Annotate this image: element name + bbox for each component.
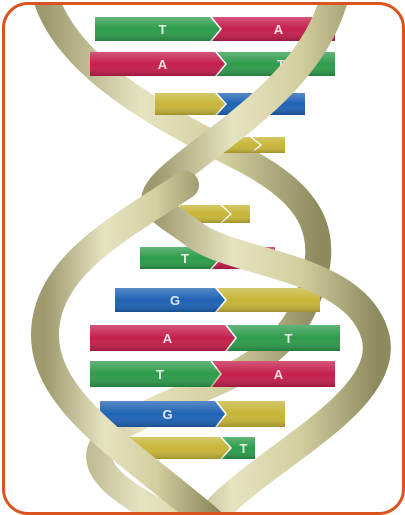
base-letter-left-8: T	[156, 367, 164, 382]
base-letter-left-0: T	[159, 22, 167, 37]
base-shade-8	[90, 361, 335, 387]
base-letter-left-9: G	[162, 407, 172, 422]
base-letter-left-1: A	[158, 57, 168, 72]
base-shade-0	[95, 17, 335, 41]
base-letter-right-10: T	[240, 441, 248, 456]
base-letter-right-8: A	[274, 367, 284, 382]
base-shade-6	[115, 288, 320, 312]
base-letter-left-5: T	[181, 251, 189, 266]
base-letter-left-7: A	[163, 331, 173, 346]
base-letter-right-7: T	[285, 331, 293, 346]
base-shade-7	[90, 325, 340, 351]
base-shade-9	[100, 401, 285, 427]
base-letter-left-6: G	[170, 293, 180, 308]
base-letter-right-0: A	[274, 22, 284, 37]
